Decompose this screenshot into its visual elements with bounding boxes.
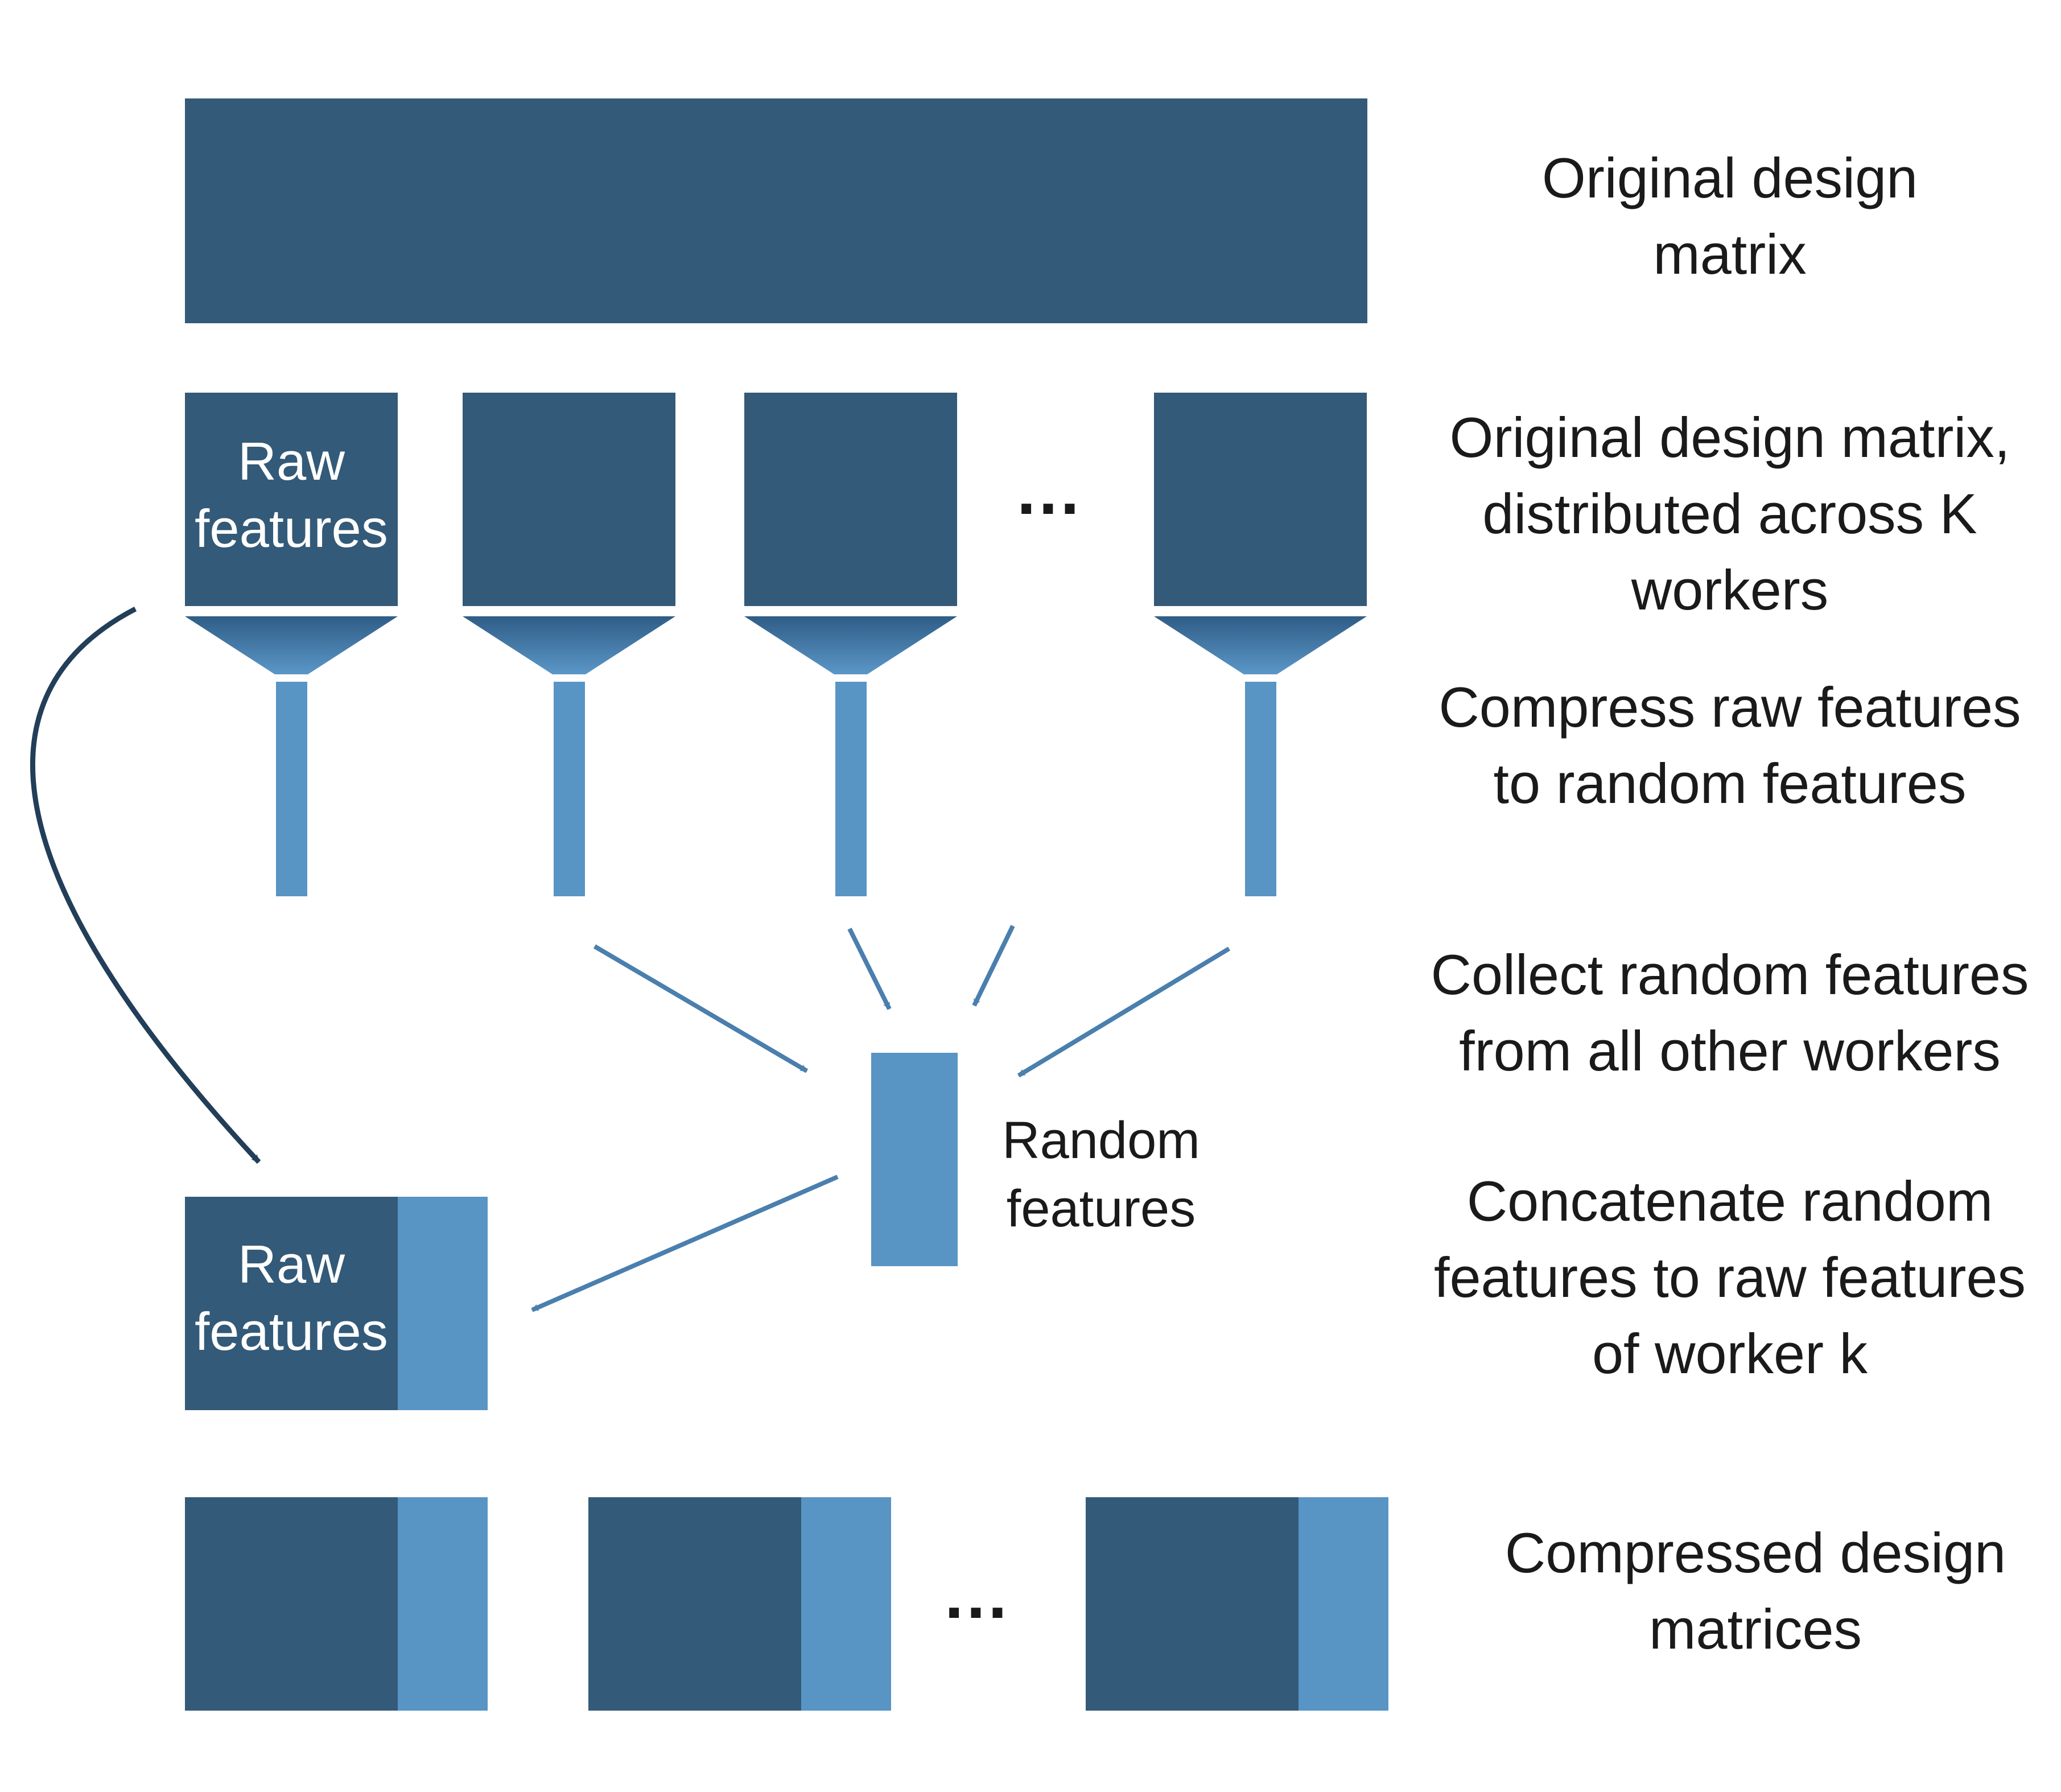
- collect-arrow-from-worker-2: [593, 944, 809, 1073]
- compressed-matrix-1-random: [398, 1497, 488, 1711]
- step-concatenate: Concatenate random features to raw featu…: [1433, 1169, 2026, 1385]
- funnel-1: [185, 616, 398, 674]
- concatenate-arrow: [531, 1175, 839, 1312]
- funnel-k: [1154, 616, 1367, 674]
- compressed-matrix-2-raw: [588, 1497, 801, 1711]
- random-feature-bar-3: [835, 682, 867, 896]
- raw-features-label-top: Raw features: [195, 431, 388, 558]
- worker-k-random-features-block: [398, 1197, 488, 1410]
- funnel-2: [463, 616, 675, 674]
- worker-k-raw-features-block: [185, 1197, 398, 1410]
- worker-block-3: [744, 393, 957, 606]
- collect-arrow-from-worker-4: [972, 925, 1015, 1007]
- funnel-3: [744, 616, 957, 674]
- step-compressed: Compressed design matrices: [1504, 1521, 2006, 1661]
- random-feature-bar-k: [1245, 682, 1276, 896]
- random-feature-bar-1: [276, 682, 307, 896]
- random-feature-bar-2: [554, 682, 585, 896]
- worker-block-2: [463, 393, 675, 606]
- random-features-label: Random features: [1002, 1111, 1200, 1238]
- collect-arrow-from-worker-k: [1017, 946, 1231, 1078]
- original-design-matrix-block: [185, 98, 1367, 323]
- compressed-matrix-k-raw: [1086, 1497, 1299, 1711]
- step-compress: Compress raw features to random features: [1438, 675, 2021, 815]
- compressed-matrix-1-raw: [185, 1497, 398, 1711]
- step-original-matrix: Original design matrix: [1541, 146, 1918, 286]
- workers-ellipsis: …: [1014, 452, 1089, 529]
- step-collect: Collect random features from all other w…: [1431, 943, 2029, 1082]
- worker-block-k: [1154, 393, 1367, 606]
- collected-random-features-block: [871, 1053, 958, 1266]
- raw-features-label-bottom: Raw features: [195, 1234, 388, 1361]
- worker-block-1-raw-features: [185, 393, 398, 606]
- step-distributed: Original design matrix, distributed acro…: [1449, 406, 2010, 621]
- raw-features-carry-arrow: [30, 607, 261, 1164]
- compressed-matrix-k-random: [1299, 1497, 1388, 1711]
- compressed-matrix-2-random: [801, 1497, 891, 1711]
- compressed-matrices-ellipsis: …: [942, 1556, 1017, 1633]
- collect-arrow-from-worker-3: [847, 928, 892, 1010]
